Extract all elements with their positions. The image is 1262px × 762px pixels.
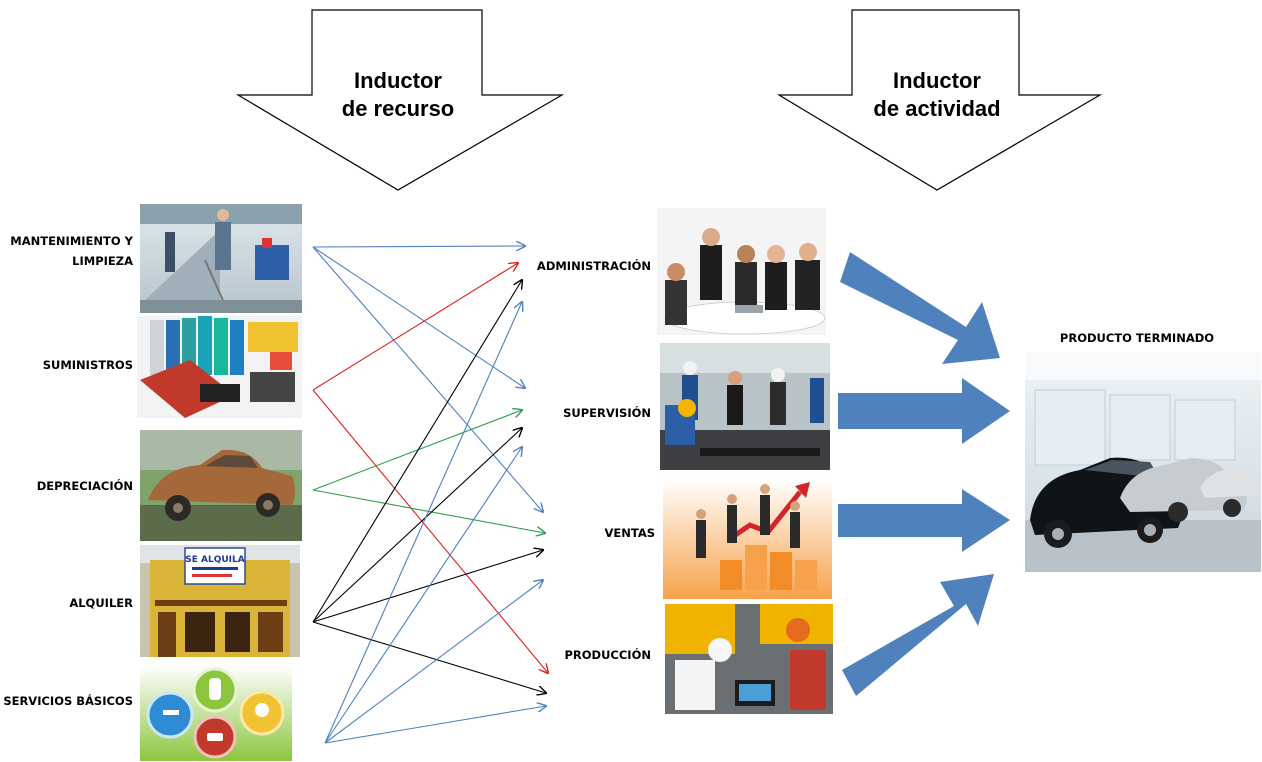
basic-services-image [140, 665, 292, 761]
rent-sign-text: SE ALQUILA [185, 555, 245, 565]
activity-label-supervision: SUPERVISIÓN [563, 405, 651, 420]
resource-label-depreciacion: DEPRECIACIÓN [37, 478, 133, 493]
flow-arrow-ventas [838, 489, 1010, 552]
flow-arrow-administracion [840, 252, 1000, 364]
resource-label-mantenimiento-2: LIMPIEZA [72, 254, 133, 268]
activity-driver-line2: de actividad [873, 96, 1000, 121]
resource-activity-links [312, 246, 548, 744]
link-servicios-to-ventas [324, 580, 543, 744]
activity-driver-arrow: Inductor de actividad [776, 9, 1103, 191]
office-supplies-image [137, 316, 302, 418]
link-suministros-to-administracion [312, 263, 518, 391]
resource-driver-line2: de recurso [342, 96, 455, 121]
link-servicios-to-supervision [324, 447, 522, 744]
link-suministros-to-produccion [312, 389, 548, 673]
administration-image [657, 208, 826, 335]
link-alquiler-to-supervision [312, 428, 522, 623]
car-showroom-image [1025, 352, 1261, 572]
link-servicios-to-administracion [324, 302, 522, 744]
link-alquiler-to-administracion [312, 280, 522, 623]
link-mantenimiento-to-administracion [312, 246, 525, 247]
flow-arrows [838, 252, 1010, 696]
resource-label-servicios: SERVICIOS BÁSICOS [3, 693, 133, 708]
resource-label-suministros: SUMINISTROS [43, 358, 133, 372]
link-alquiler-to-produccion [312, 621, 546, 693]
flow-arrow-supervision [838, 378, 1010, 444]
production-image [665, 604, 833, 714]
product-label: PRODUCTO TERMINADO [1060, 331, 1214, 345]
activity-label-produccion: PRODUCCIÓN [564, 647, 651, 662]
resource-driver-arrow: Inductor de recurso [235, 9, 565, 191]
link-alquiler-to-ventas [312, 550, 543, 623]
resource-label-alquiler: ALQUILER [69, 596, 133, 610]
resource-driver-line1: Inductor [354, 68, 442, 93]
activity-driver-line1: Inductor [893, 68, 981, 93]
resource-label-mantenimiento-1: MANTENIMIENTO Y [10, 234, 133, 248]
supervision-image [660, 343, 830, 470]
link-servicios-to-produccion [324, 706, 546, 744]
rent-house-image: SE ALQUILA [140, 545, 300, 657]
cleaning-image [140, 204, 302, 313]
flow-arrow-produccion [842, 574, 994, 696]
link-mantenimiento-to-ventas [312, 246, 543, 512]
activity-label-ventas: VENTAS [604, 526, 655, 540]
sales-image [663, 479, 832, 599]
link-mantenimiento-to-supervision [312, 246, 525, 388]
activity-label-administracion: ADMINISTRACIÓN [537, 258, 651, 273]
old-car-image [140, 430, 302, 541]
